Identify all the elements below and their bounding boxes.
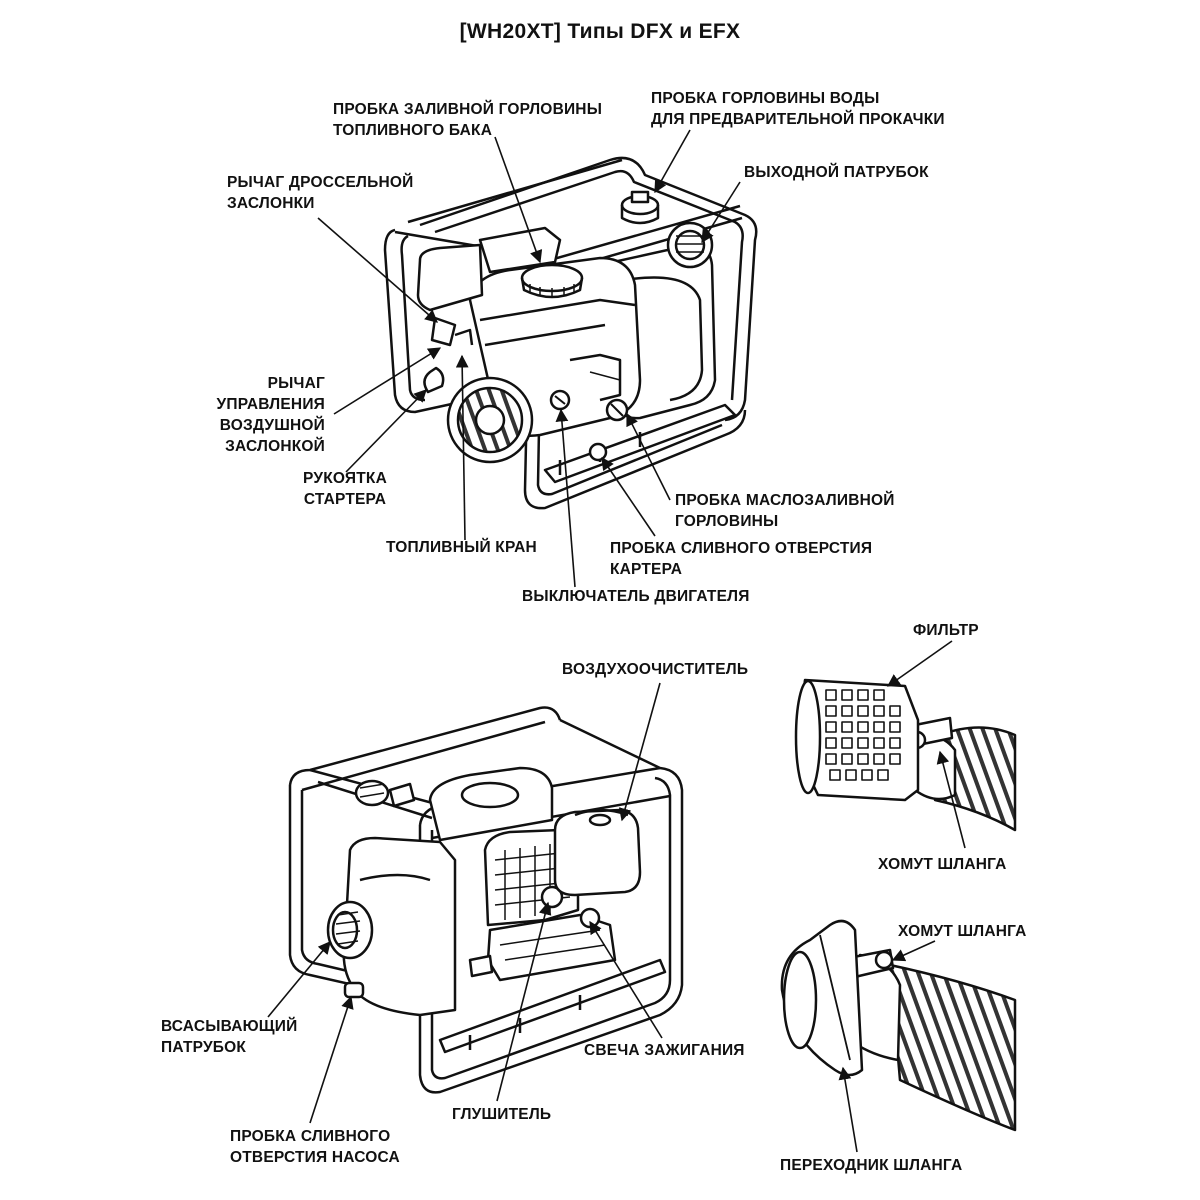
strainer-leader-lines — [886, 640, 966, 849]
label-air-cleaner: ВОЗДУХООЧИСТИТЕЛЬ — [562, 659, 748, 680]
strainer-drawing — [794, 678, 1017, 832]
label-line: ДЛЯ ПРЕДВАРИТЕЛЬНОЙ ПРОКАЧКИ — [651, 111, 945, 128]
label-line: ФИЛЬТР — [913, 622, 979, 639]
label-line: ПАТРУБОК — [161, 1039, 247, 1056]
label-spark-plug: СВЕЧА ЗАЖИГАНИЯ — [584, 1040, 745, 1061]
label-line: ГОРЛОВИНЫ — [675, 513, 779, 530]
label-line: ВЫКЛЮЧАТЕЛЬ ДВИГАТЕЛЯ — [522, 588, 750, 605]
label-priming-water-cap: ПРОБКА ГОРЛОВИНЫ ВОДЫ ДЛЯ ПРЕДВАРИТЕЛЬНО… — [651, 88, 945, 130]
label-line: РЫЧАГ ДРОССЕЛЬНОЙ — [227, 174, 414, 191]
label-line: ТОПЛИВНОГО БАКА — [333, 122, 493, 139]
label-line: СТАРТЕРА — [303, 491, 387, 508]
label-line: ПРОБКА ЗАЛИВНОЙ ГОРЛОВИНЫ — [333, 101, 603, 118]
label-starter-grip: РУКОЯТКА СТАРТЕРА — [290, 468, 400, 510]
label-line: ХОМУТ ШЛАНГА — [878, 856, 1007, 873]
label-line: ПРОБКА МАСЛОЗАЛИВНОЙ — [675, 492, 895, 509]
label-pump-drain-plug: ПРОБКА СЛИВНОГО ОТВЕРСТИЯ НАСОСА — [230, 1126, 400, 1168]
label-suction-port: ВСАСЫВАЮЩИЙ ПАТРУБОК — [161, 1016, 297, 1058]
label-line: ПРОБКА СЛИВНОГО — [230, 1128, 391, 1145]
label-fuel-tank-cap: ПРОБКА ЗАЛИВНОЙ ГОРЛОВИНЫ ТОПЛИВНОГО БАК… — [333, 99, 602, 141]
label-line: ВОЗДУХООЧИСТИТЕЛЬ — [562, 661, 749, 678]
label-choke-lever: РЫЧАГ УПРАВЛЕНИЯ ВОЗДУШНОЙ ЗАСЛОНКОЙ — [195, 373, 325, 457]
label-line: ПРОБКА СЛИВНОГО ОТВЕРСТИЯ — [610, 540, 873, 557]
label-line: УПРАВЛЕНИЯ — [216, 396, 325, 413]
bottom-leader-lines — [267, 682, 663, 1124]
label-line: ЗАСЛОНКОЙ — [225, 438, 325, 455]
label-strainer: ФИЛЬТР — [913, 620, 979, 641]
coupler-leader-lines — [838, 940, 936, 1153]
top-pump-drawing — [383, 156, 758, 510]
bottom-pump-drawing — [288, 706, 684, 1094]
label-line: ХОМУТ ШЛАНГА — [898, 923, 1027, 940]
page-title: [WH20XT] Типы DFX и EFX — [459, 20, 741, 43]
label-line: КАРТЕРА — [610, 561, 683, 578]
label-line: ВЫХОДНОЙ ПАТРУБОК — [744, 164, 929, 181]
top-leader-lines — [317, 129, 741, 588]
label-throttle-lever: РЫЧАГ ДРОССЕЛЬНОЙ ЗАСЛОНКИ — [227, 172, 413, 214]
label-fuel-valve: ТОПЛИВНЫЙ КРАН — [386, 537, 537, 558]
label-outlet-port: ВЫХОДНОЙ ПАТРУБОК — [744, 162, 929, 183]
label-line: ЗАСЛОНКИ — [227, 195, 315, 212]
label-line: РУКОЯТКА — [303, 470, 387, 487]
label-muffler: ГЛУШИТЕЛЬ — [452, 1104, 551, 1125]
label-hose-coupler: ПЕРЕХОДНИК ШЛАНГА — [780, 1155, 962, 1176]
label-hose-clamp-upper: ХОМУТ ШЛАНГА — [878, 854, 1007, 875]
label-line: ВСАСЫВАЮЩИЙ — [161, 1018, 298, 1035]
label-engine-switch: ВЫКЛЮЧАТЕЛЬ ДВИГАТЕЛЯ — [522, 586, 750, 607]
label-crankcase-drain-plug: ПРОБКА СЛИВНОГО ОТВЕРСТИЯ КАРТЕРА — [610, 538, 872, 580]
label-line: ПРОБКА ГОРЛОВИНЫ ВОДЫ — [651, 90, 880, 107]
label-line: СВЕЧА ЗАЖИГАНИЯ — [584, 1042, 745, 1059]
label-oil-filler-cap: ПРОБКА МАСЛОЗАЛИВНОЙ ГОРЛОВИНЫ — [675, 490, 895, 532]
label-line: ВОЗДУШНОЙ — [219, 417, 325, 434]
label-line: ГЛУШИТЕЛЬ — [452, 1106, 552, 1123]
label-line: ПЕРЕХОДНИК ШЛАНГА — [780, 1157, 963, 1174]
label-line: РЫЧАГ — [267, 375, 325, 392]
label-line: ТОПЛИВНЫЙ КРАН — [386, 539, 537, 556]
label-line: ОТВЕРСТИЯ НАСОСА — [230, 1149, 400, 1166]
label-hose-clamp-lower: ХОМУТ ШЛАНГА — [898, 921, 1027, 942]
coupler-drawing — [780, 919, 1017, 1132]
